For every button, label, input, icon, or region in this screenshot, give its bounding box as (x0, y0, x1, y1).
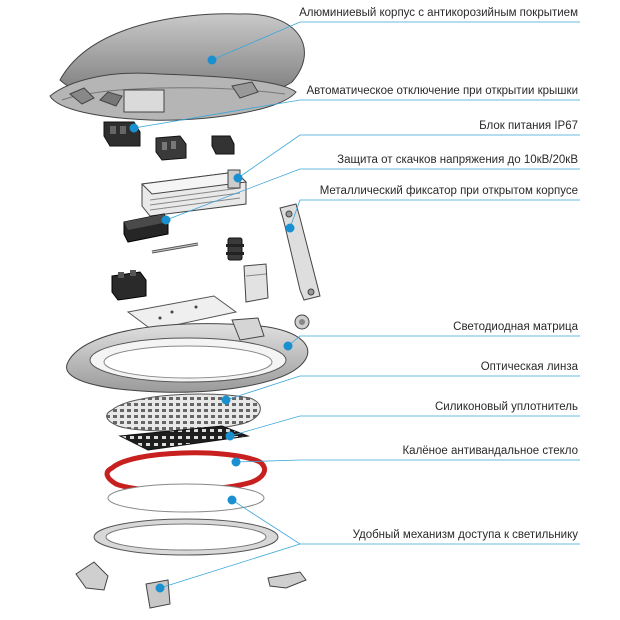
callout-dot-seal (225, 431, 235, 441)
label-housing: Алюминиевый корпус с антикорозийным покр… (299, 7, 578, 19)
callout-dot-glass (231, 457, 241, 467)
bracket (243, 263, 269, 303)
label-lens: Оптическая линза (480, 361, 578, 373)
access-clip-right (267, 571, 307, 589)
label-glass: Калёное антивандальное стекло (402, 445, 578, 457)
rod (151, 242, 199, 254)
callout-dot-psu (233, 173, 243, 183)
surge-protector (123, 213, 169, 243)
callout-leader-led (287, 335, 580, 347)
callout-leader-lens (225, 375, 580, 401)
callout-leader-access-clip (159, 543, 301, 589)
tempered-glass (107, 483, 265, 513)
callout-dot-lens (221, 395, 231, 405)
callout-dot-access (227, 495, 237, 505)
power-supply-unit (140, 169, 248, 217)
terminal-block-middle (155, 135, 187, 161)
silicone-seal (104, 450, 267, 494)
connector-block (111, 270, 147, 301)
latch-arm (279, 203, 321, 301)
mounting-plate (126, 295, 238, 331)
label-psu: Блок питания IP67 (479, 120, 578, 132)
callout-leader-surge (165, 168, 580, 221)
callout-leader-latch (289, 199, 580, 229)
callout-lines (129, 21, 580, 593)
callout-leader-housing (211, 21, 580, 61)
callout-dot-led (283, 341, 293, 351)
label-seal: Силиконовый уплотнитель (434, 401, 578, 413)
led-matrix (106, 393, 261, 432)
callout-leader-psu (237, 134, 580, 179)
callout-leader-glass (235, 459, 580, 463)
callout-dot-latch (285, 223, 295, 233)
callout-dot-surge (161, 215, 171, 225)
callout-dot-auto-off (129, 123, 139, 133)
access-clip-left (75, 561, 109, 591)
housing-dome (49, 13, 305, 121)
callout-leader-auto-off (133, 99, 580, 129)
gland-nut (294, 314, 310, 330)
cable-gland (226, 237, 244, 261)
callout-dot-access-clip (155, 583, 165, 593)
optical-lens (118, 425, 250, 451)
terminal-block-right (211, 135, 235, 155)
label-auto-off: Автоматическое отключение при открытии к… (306, 85, 578, 97)
callout-leader-seal (229, 415, 580, 437)
label-access: Удобный механизм доступа к светильнику (352, 529, 578, 541)
callout-dot-housing (207, 55, 217, 65)
label-latch: Металлический фиксатор при открытом корп… (319, 185, 578, 197)
bottom-ring (93, 518, 279, 556)
label-led: Светодиодная матрица (453, 321, 578, 333)
main-frame (66, 317, 309, 393)
label-surge: Защита от скачков напряжения до 10кВ/20к… (337, 154, 578, 166)
